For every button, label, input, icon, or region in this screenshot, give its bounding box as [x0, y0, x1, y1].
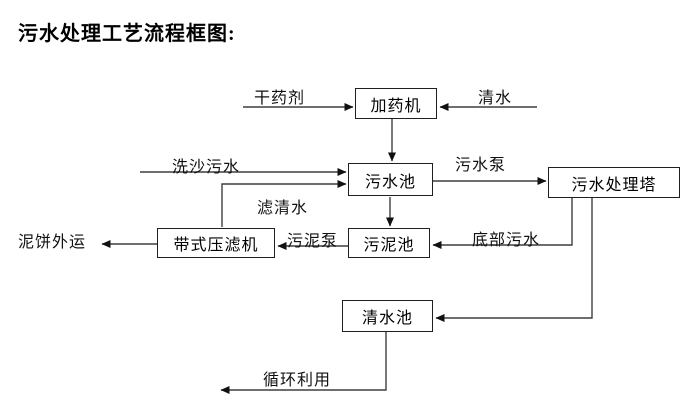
arrow-bottom-sewage-to-sludge-pool [432, 198, 573, 249]
edge-label-mud-cake-outbound: 泥饼外运 [18, 234, 87, 251]
arrow-recycling-out [220, 332, 387, 394]
node-treatment-tower: 污水处理塔 [548, 167, 680, 198]
edge-label-sewage-pump: 污水泵 [455, 157, 507, 174]
edge-label-recycling: 循环利用 [263, 372, 332, 389]
node-dosing-machine: 加药机 [355, 88, 437, 119]
arrow-filtered-water-to-sewage-pool [221, 180, 347, 227]
node-clean-water-pool: 清水池 [342, 300, 433, 332]
arrow-tower-to-clean-water-pool [435, 198, 593, 322]
node-sewage-pool: 污水池 [348, 163, 433, 196]
edge-label-sludge-pump: 污泥泵 [287, 233, 339, 250]
edge-label-filtered-water: 滤清水 [257, 200, 309, 217]
node-belt-filter-press: 带式压滤机 [157, 228, 275, 258]
edge-label-dry-chemical: 干药剂 [254, 90, 306, 107]
page-title: 污水处理工艺流程框图: [18, 23, 236, 45]
edge-label-clean-water: 清水 [478, 90, 513, 107]
edge-label-sand-washing-sewage: 洗沙污水 [172, 159, 241, 176]
node-sludge-pool: 污泥池 [348, 228, 430, 258]
edge-label-bottom-sewage: 底部污水 [472, 232, 541, 249]
